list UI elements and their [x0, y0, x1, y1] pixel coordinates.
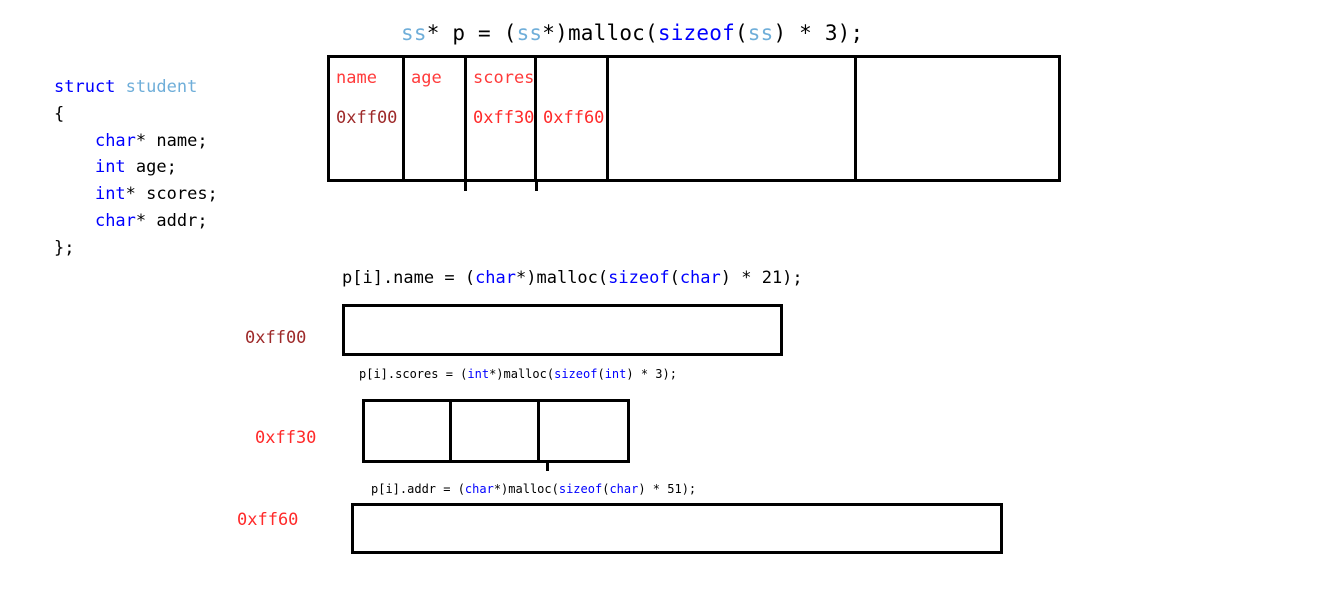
cell-header-name: name	[336, 68, 377, 88]
scores-box-tick	[546, 463, 549, 471]
table-cell-1: age	[405, 58, 467, 179]
addr-allocation-segment	[354, 506, 1000, 551]
struct-definition-code: struct student{ char* name; int age; int…	[54, 77, 218, 258]
table-tick-scores	[464, 182, 467, 191]
cell-address-scores: 0xff30	[473, 108, 535, 128]
struct-array-memory-table: name 0xff00 age scores 0xff30 0xff60	[327, 55, 1061, 182]
table-cell-3: 0xff60	[537, 58, 609, 179]
table-cell-4	[609, 58, 857, 179]
table-cell-2: scores 0xff30	[467, 58, 537, 179]
address-label-0xff30: 0xff30	[255, 428, 317, 448]
address-label-0xff00: 0xff00	[245, 328, 307, 348]
addr-allocation-box	[351, 503, 1003, 554]
name-allocation-box	[342, 304, 783, 356]
cell-header-age: age	[411, 68, 442, 88]
scores-allocation-segment-0	[365, 402, 453, 460]
address-label-0xff60: 0xff60	[237, 510, 299, 530]
table-cell-0: name 0xff00	[330, 58, 405, 179]
cell-address-addr: 0xff60	[543, 108, 605, 128]
name-allocation-segment	[345, 307, 780, 353]
scores-malloc-statement: p[i].scores = (int*)malloc(sizeof(int) *…	[359, 367, 677, 381]
table-cell-5	[857, 58, 1058, 179]
cell-address-name: 0xff00	[336, 108, 398, 128]
scores-allocation-segment-2	[540, 402, 627, 460]
name-malloc-statement: p[i].name = (char*)malloc(sizeof(char) *…	[342, 268, 803, 288]
table-tick-addr	[535, 182, 538, 191]
scores-allocation-segment-1	[452, 402, 540, 460]
addr-malloc-statement: p[i].addr = (char*)malloc(sizeof(char) *…	[371, 482, 697, 496]
scores-allocation-box	[362, 399, 630, 463]
cell-header-scores: scores	[473, 68, 535, 88]
top-malloc-statement: ss* p = (ss*)malloc(sizeof(ss) * 3);	[401, 21, 864, 45]
